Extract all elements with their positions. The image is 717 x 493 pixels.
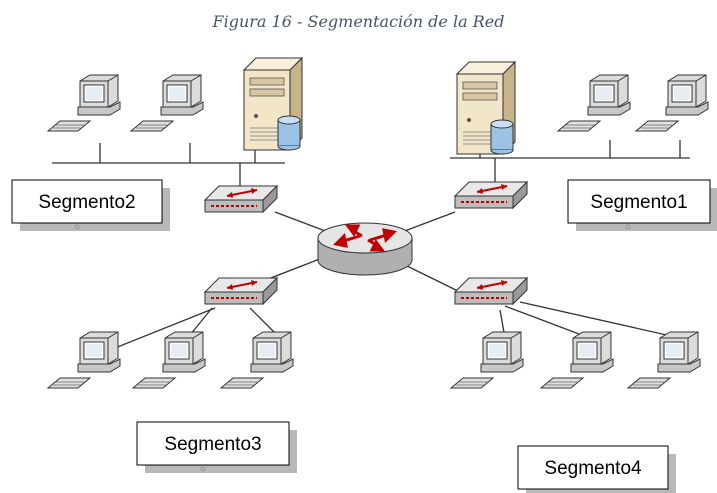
router-icon [317,222,413,276]
segment1-label-box: Segmento1 [567,179,717,231]
switch-segment4-icon [454,277,528,305]
server-right-icon [456,61,516,155]
segment3-label: Segmento3 [164,434,261,455]
switch-segment3-icon [204,277,278,305]
pc-icon [557,74,631,132]
segment4-label: Segmento4 [544,458,642,479]
segment4-label-box: Segmento4 [517,445,676,493]
pc-icon [450,331,524,389]
segment2-label-box: Segmento2 [11,179,170,231]
pc-icon [635,74,709,132]
figure-caption: Figura 16 - Segmentación de la Red [212,12,505,31]
segment1-label: Segmento1 [590,192,687,213]
pc-icon [132,331,206,389]
segment2-label: Segmento2 [38,192,135,213]
switch-segment2-icon [204,185,278,213]
segment3-label-box: Segmento3 [136,421,297,473]
pc-icon [47,331,121,389]
pc-icon [220,331,294,389]
pc-icon [130,74,204,132]
server-left-icon [243,57,303,151]
switch-segment1-icon [454,181,528,209]
pc-icon [47,74,121,132]
pc-icon [540,331,614,389]
pc-icon [627,331,701,389]
